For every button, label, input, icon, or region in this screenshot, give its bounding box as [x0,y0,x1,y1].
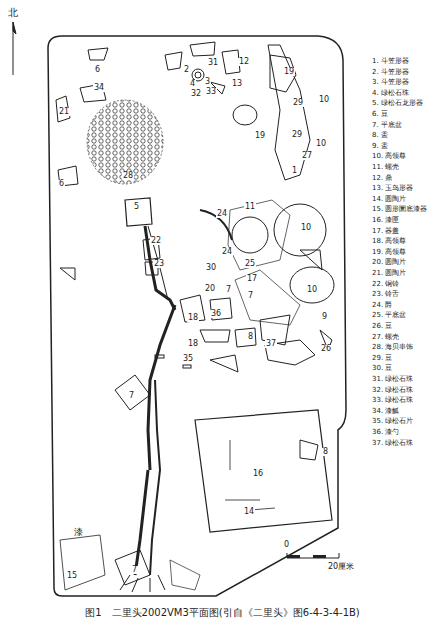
legend-item: 5. 绿松石龙形器 [372,100,423,107]
callout-number: 19 [283,68,295,76]
callout-number: 22 [150,237,162,245]
callout-number: 32 [190,90,202,98]
callout-number: 35 [182,355,194,363]
legend-item: 8. 盉 [372,132,388,139]
callout-number: 2 [183,66,190,74]
callout-number: 5 [133,203,140,211]
legend-item: 29. 豆 [372,355,392,362]
callout-number: 6 [58,180,65,188]
callout-number: 24 [221,248,233,256]
callout-number: 9 [321,313,328,321]
callout-number: 25 [244,260,256,268]
legend-item: 22. 铜铃 [372,281,399,288]
legend-item: 10. 高领尊 [372,153,406,160]
callout-number: 33 [205,88,217,96]
legend-item: 28. 海贝串饰 [372,344,413,351]
callout-number: 7 [128,392,135,400]
legend-item: 12. 鼎 [372,175,392,182]
legend-item: 32. 绿松石珠 [372,387,413,394]
callout-number: 29 [291,131,303,139]
material-label: 漆 [74,528,83,537]
legend-item: 6. 豆 [372,111,388,118]
scale-label: 0 [284,541,289,549]
scale-label: 20厘米 [328,563,354,571]
callout-number: 10 [306,286,318,294]
callout-number: 8 [247,333,254,341]
legend-item: 16. 漆匣 [372,217,399,224]
legend-item: 21. 圆陶片 [372,270,406,277]
callout-number: 18 [187,340,199,348]
legend-item: 30. 豆 [372,365,392,372]
callout-number: 13 [231,80,243,88]
callout-number: 11 [244,203,256,211]
callout-number: 20 [204,285,216,293]
callout-number: 26 [320,345,332,353]
callout-number: 36 [210,310,222,318]
legend-item: 17. 器盖 [372,228,399,235]
legend-item: 25. 平底盆 [372,312,406,319]
callout-number: 10 [300,224,312,232]
legend-item: 13. 玉鸟形器 [372,185,413,192]
legend-item: 26. 豆 [372,323,392,330]
legend-item: 14. 圆陶片 [372,196,406,203]
callout-number: 18 [187,314,199,322]
legend-item: 3. 斗笠形器 [372,79,409,86]
callout-number: 6 [94,66,101,74]
legend-item: 35. 绿松石片 [372,418,413,425]
callout-number: 12 [238,58,250,66]
callout-number: 24 [216,210,228,218]
callout-number: 16 [252,470,264,478]
legend-item: 33. 绿松石珠 [372,397,413,404]
callout-number: 7 [131,566,138,574]
callout-number: 31 [207,59,219,67]
legend-item: 11. 螺壳 [372,164,399,171]
legend-item: 23. 铃舌 [372,291,399,298]
callout-number: 1 [291,167,298,175]
legend-item: 37. 绿松石珠 [372,440,413,447]
callout-number: 34 [93,84,105,92]
legend-item: 9. 盉 [372,143,388,150]
callout-number: 21 [58,108,70,116]
callout-number: 37 [265,340,277,348]
callout-number: 10 [315,140,327,148]
legend-item: 34. 漆觚 [372,408,399,415]
legend-item: 27. 螺壳 [372,334,399,341]
callout-number: 28 [122,172,134,180]
callout-number: 23 [153,260,165,268]
north-label: 北 [8,8,18,18]
legend-item: 7. 平底盆 [372,122,402,129]
callout-number: 14 [243,508,255,516]
legend-item: 20. 圆陶片 [372,259,406,266]
legend-item: 4. 绿松石珠 [372,90,409,97]
callout-number: 7 [225,286,232,294]
legend-item: 24. 爵 [372,302,392,309]
legend-item: 19. 高领尊 [372,249,406,256]
callout-number: 4 [189,80,196,88]
callout-number: 27 [301,152,313,160]
legend-item: 18. 高领尊 [372,238,406,245]
figure-caption: 图1 二里头2002VM3平面图(引自《二里头》图6-4-3-4-1B) [85,608,360,618]
callout-number: 17 [246,275,258,283]
callout-number: 15 [66,572,78,580]
callout-number: 29 [292,99,304,107]
legend-item: 15. 圆形圜底漆器 [372,206,427,213]
callout-number: 10 [318,96,330,104]
callout-number: 19 [254,132,266,140]
callout-number: 7 [247,292,254,300]
legend-item: 1. 斗笠形器 [372,58,409,65]
callout-number: 3 [204,78,211,86]
legend-item: 2. 斗笠形器 [372,69,409,76]
callout-number: 8 [322,448,329,456]
callout-number: 30 [205,264,217,272]
legend-item: 36. 漆勺 [372,429,399,436]
legend-item: 31. 绿松石珠 [372,376,413,383]
